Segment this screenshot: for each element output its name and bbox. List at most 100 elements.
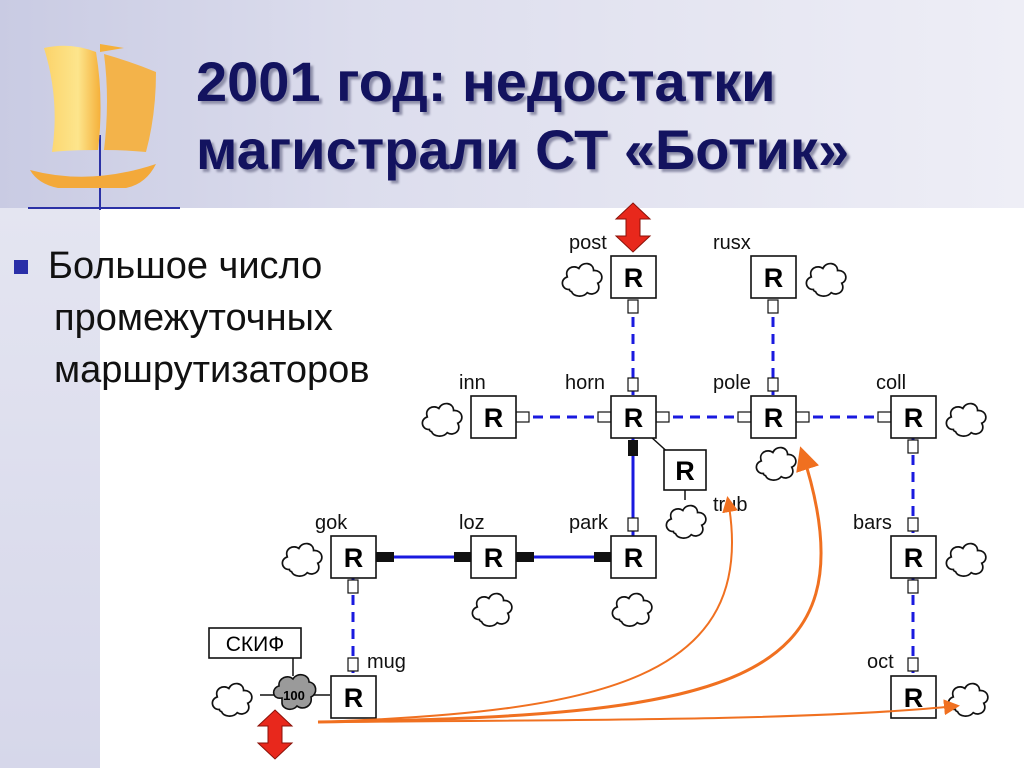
node-name-rusx: rusx [713,232,751,254]
lan-cloud [755,446,797,481]
port [737,411,752,423]
node-name-horn: horn [565,372,605,394]
sail-left [44,45,101,152]
router-label: R [764,263,784,293]
router-bars: R [890,535,937,579]
node-name-park: park [569,512,609,534]
node-name-bars: bars [853,512,892,534]
router-label: R [904,403,924,433]
bullet-line-2: промежуточных [54,297,333,339]
port [597,411,612,423]
port [767,377,779,392]
sail-right [104,54,156,152]
router-post: R [610,255,657,299]
port [767,299,779,314]
node-names: post rusx inn horn pole coll trub gok lo… [315,232,906,673]
traffic-arrows [317,446,960,724]
router-mug: R [330,675,377,719]
lan-cloud [611,592,653,627]
updown-arrow-icon [256,709,294,760]
title-line-1: 2001 год: недостатки [196,50,776,113]
port [627,517,639,532]
port-solid [628,440,638,456]
node-name-gok: gok [315,512,348,534]
port [907,439,919,454]
header-band [0,0,1024,208]
flag [100,44,124,52]
router-gok: R [330,535,377,579]
lan-cloud [947,682,989,717]
lan-cloud [561,262,603,297]
node-name-loz: loz [459,512,485,534]
router-label: R [484,403,504,433]
node-name-inn: inn [459,372,486,394]
arrow-to-pole [317,446,823,724]
port [515,411,530,423]
lan-cloud [805,262,847,297]
router-label: R [624,543,644,573]
page-title: 2001 год: недостатки магистрали СТ «Боти… [196,48,996,184]
node-name-coll: coll [876,372,906,394]
router-label: R [344,543,364,573]
router-park: R [610,535,657,579]
ports [347,299,919,672]
router-inn: R [470,395,517,439]
skif-box: СКИФ [208,627,302,659]
bullet-item: Большое число промежуточных маршрутизато… [14,240,434,396]
lan-cloud [945,542,987,577]
arrow-to-oct [317,699,960,723]
router-coll: R [890,395,937,439]
bullet-line-3: маршрутизаторов [54,349,370,391]
port-solid [516,552,534,562]
lan-cloud [421,402,463,437]
hub-100: 100 [272,673,317,711]
port-solid [454,552,472,562]
left-band [0,208,100,768]
node-name-oct: oct [867,651,894,673]
title-line-2: магистрали СТ «Ботик» [196,118,850,181]
router-label: R [675,456,695,486]
router-label: R [484,543,504,573]
port [627,299,639,314]
node-name-mug: mug [367,651,406,673]
router-horn: R [610,395,657,439]
port [627,377,639,392]
external-links [256,202,652,760]
lan-cloud [211,682,253,717]
port [795,411,810,423]
sailboat-logo [28,44,180,210]
router-rusx: R [750,255,797,299]
hub-label: 100 [283,688,305,703]
port [907,657,919,672]
router-label: R [904,683,924,713]
hull [30,164,156,188]
arrow-to-trub [317,496,738,723]
router-trub: R [663,449,707,491]
port [347,657,359,672]
port-solid [594,552,612,562]
port [907,517,919,532]
node-name-pole: pole [713,372,751,394]
bullet-square-icon [14,260,28,274]
port [877,411,892,423]
skif-label: СКИФ [226,633,284,656]
router-label: R [764,403,784,433]
router-loz: R [470,535,517,579]
router-label: R [624,263,644,293]
lan-cloud [665,504,707,539]
router-label: R [344,683,364,713]
node-name-post: post [569,232,607,254]
port-solid [376,552,394,562]
router-label: R [904,543,924,573]
bullet-line-1: Большое число [48,245,323,287]
port [907,579,919,594]
port [347,579,359,594]
lan-cloud [281,542,323,577]
lan-cloud [945,402,987,437]
router-label: R [624,403,644,433]
updown-arrow-icon [614,202,652,253]
port [655,411,670,423]
clouds [211,262,989,717]
gig-ports [376,440,638,562]
